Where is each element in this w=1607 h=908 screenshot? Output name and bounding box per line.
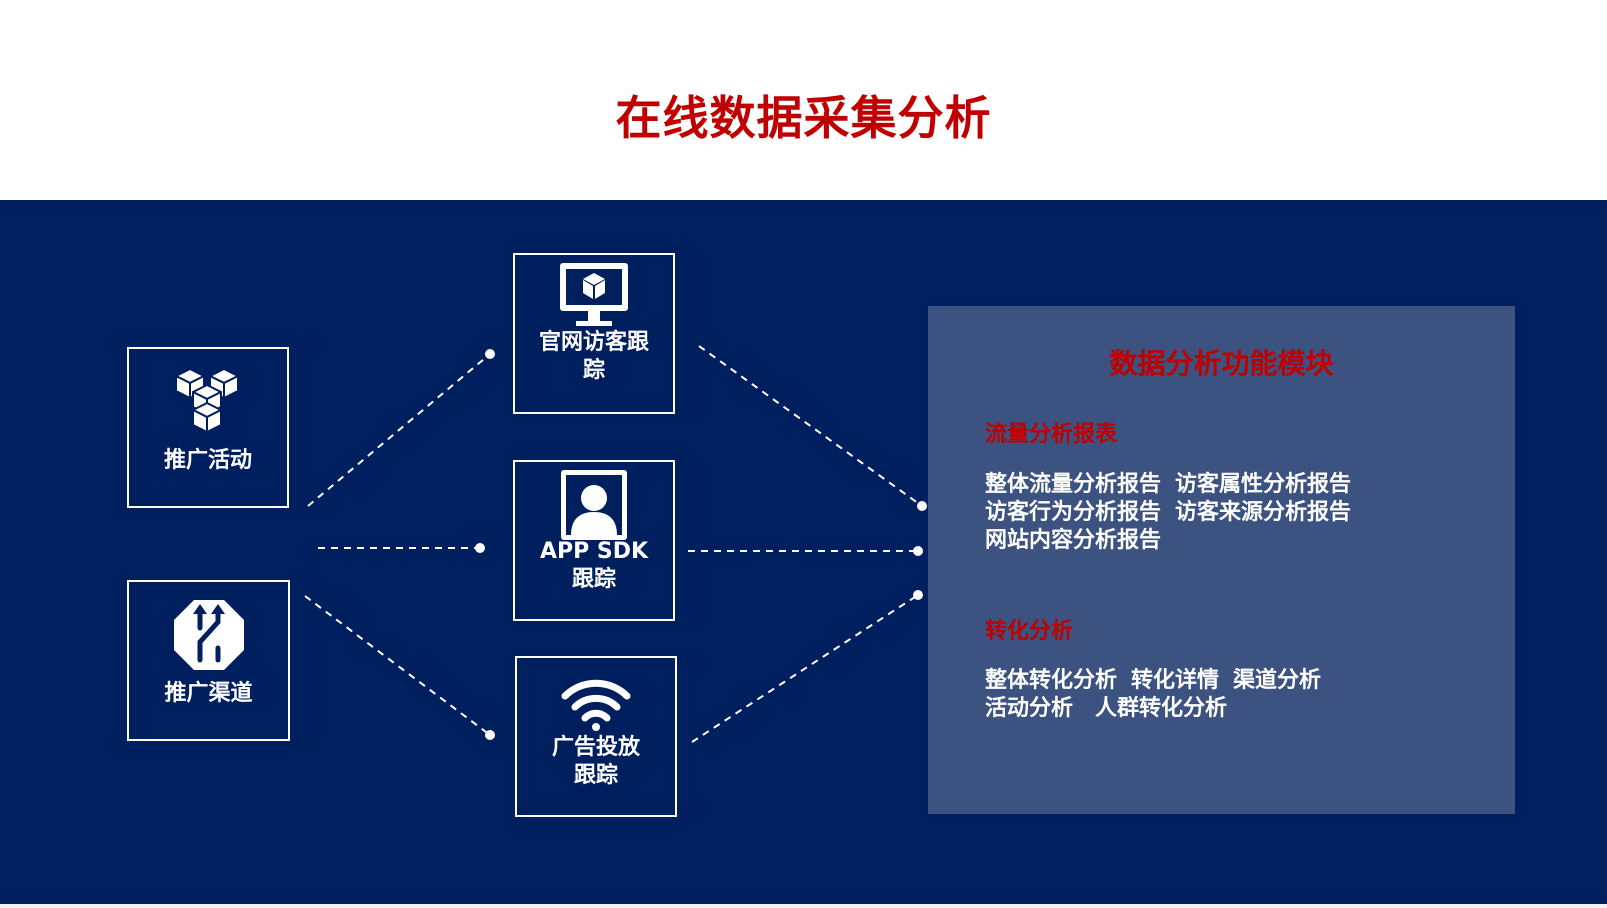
node-label: APP SDK 跟踪 bbox=[539, 539, 649, 592]
report-item: 整体转化分析 bbox=[985, 668, 1118, 693]
section-line: 网站内容分析报告 bbox=[985, 527, 1175, 555]
node-label: 推广渠道 bbox=[164, 681, 253, 706]
panel-title: 数据分析功能模块 bbox=[1109, 347, 1334, 380]
section-title-traffic: 流量分析报表 bbox=[985, 422, 1118, 447]
section-title-conversion: 转化分析 bbox=[985, 619, 1074, 644]
report-item: 访客行为分析报告 bbox=[985, 500, 1162, 525]
node-website-visitor-tracking: 官网访客跟 踪 bbox=[513, 253, 675, 414]
node-promo-channel: 推广渠道 bbox=[127, 580, 290, 741]
bottom-strip bbox=[0, 904, 1607, 908]
report-item: 访客来源分析报告 bbox=[1175, 500, 1352, 525]
report-item: 转化详情 bbox=[1131, 668, 1220, 693]
node-label: 广告投放 跟踪 bbox=[551, 735, 640, 788]
node-app-sdk-tracking: APP SDK 跟踪 bbox=[513, 460, 675, 621]
report-item: 活动分析 bbox=[985, 696, 1074, 721]
monitor-cube-icon bbox=[515, 261, 673, 329]
analysis-module-panel: 数据分析功能模块 流量分析报表 整体流量分析报告访客属性分析报告 访客行为分析报… bbox=[928, 306, 1515, 814]
page-title: 在线数据采集分析 bbox=[615, 91, 992, 145]
report-item: 网站内容分析报告 bbox=[985, 528, 1162, 553]
node-label: 推广活动 bbox=[163, 448, 252, 473]
cubes-icon bbox=[129, 365, 287, 437]
user-portrait-icon bbox=[515, 468, 673, 542]
section-line: 整体流量分析报告访客属性分析报告 bbox=[985, 471, 1365, 499]
report-item: 整体流量分析报告 bbox=[985, 472, 1162, 497]
section-line: 整体转化分析转化详情渠道分析 bbox=[985, 667, 1335, 695]
section-line: 活动分析人群转化分析 bbox=[985, 695, 1241, 723]
wifi-icon bbox=[517, 676, 675, 732]
road-merge-sign-icon bbox=[129, 598, 288, 672]
section-line: 访客行为分析报告访客来源分析报告 bbox=[985, 499, 1365, 527]
node-promo-activity: 推广活动 bbox=[127, 347, 289, 508]
report-item: 渠道分析 bbox=[1233, 668, 1322, 693]
node-ad-placement-tracking: 广告投放 跟踪 bbox=[515, 656, 677, 817]
report-item: 访客属性分析报告 bbox=[1175, 472, 1352, 497]
node-label: 官网访客跟 踪 bbox=[538, 330, 649, 383]
report-item: 人群转化分析 bbox=[1095, 696, 1228, 721]
